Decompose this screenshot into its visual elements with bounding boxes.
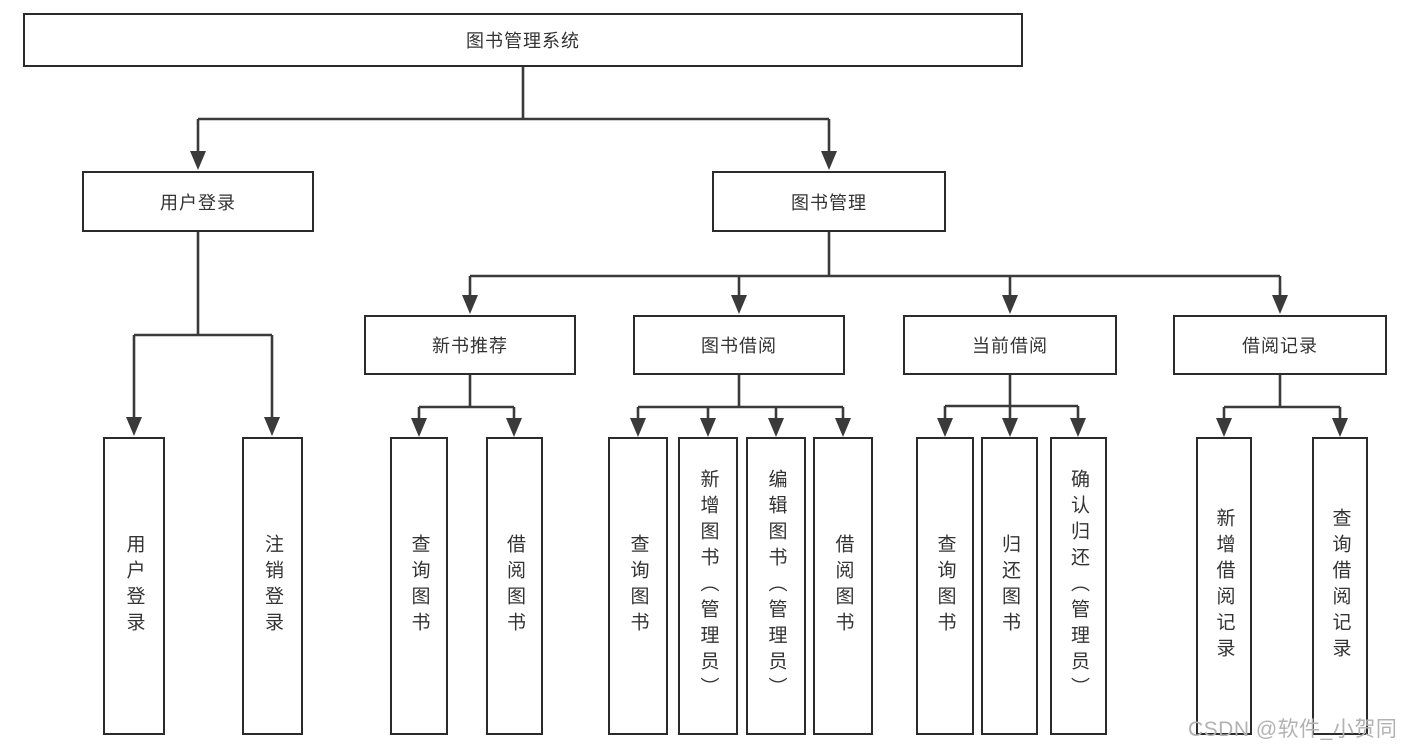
csdn-watermark: CSDN @软件_小贺同学 bbox=[1188, 718, 1398, 741]
leaf-recommend-borrow-books: 借阅图书 bbox=[486, 437, 543, 735]
node-label: 用户登录 bbox=[160, 192, 236, 213]
node-label: 注销登录 bbox=[262, 534, 283, 638]
leaf-return-books: 归还图书 bbox=[981, 437, 1038, 735]
node-label: 新增图书（管理员） bbox=[697, 469, 719, 703]
leaf-add-borrow-record: 新增借阅记录 bbox=[1196, 437, 1252, 735]
node-new-book-recommend: 新书推荐 bbox=[364, 315, 576, 375]
leaf-query-borrow-record: 查询借阅记录 bbox=[1312, 437, 1368, 735]
node-book-borrow: 图书借阅 bbox=[633, 315, 845, 375]
node-root: 图书管理系统 bbox=[23, 13, 1023, 67]
node-label: 新书推荐 bbox=[432, 336, 508, 356]
node-label: 图书借阅 bbox=[701, 336, 777, 356]
leaf-add-books-admin: 新增图书（管理员） bbox=[678, 437, 738, 735]
leaf-borrow-books: 借阅图书 bbox=[813, 437, 873, 735]
node-label: 新增借阅记录 bbox=[1213, 508, 1235, 664]
node-label: 确认归还（管理员） bbox=[1068, 469, 1089, 703]
node-label: 用户登录 bbox=[123, 534, 145, 638]
node-borrow-records: 借阅记录 bbox=[1173, 315, 1387, 375]
leaf-edit-books-admin: 编辑图书（管理员） bbox=[746, 437, 806, 735]
leaf-user-login: 用户登录 bbox=[103, 437, 165, 735]
leaf-logout: 注销登录 bbox=[242, 437, 303, 735]
node-label: 查询图书 bbox=[934, 534, 956, 638]
node-label: 借阅图书 bbox=[504, 534, 525, 638]
node-label: 借阅图书 bbox=[832, 534, 854, 638]
node-user-login: 用户登录 bbox=[82, 171, 314, 232]
node-current-borrow: 当前借阅 bbox=[903, 315, 1117, 375]
node-label: 查询借阅记录 bbox=[1329, 508, 1351, 664]
leaf-borrow-query-books: 查询图书 bbox=[608, 437, 668, 735]
node-book-management: 图书管理 bbox=[712, 171, 946, 232]
node-label: 查询图书 bbox=[408, 534, 430, 638]
node-label: 查询图书 bbox=[627, 534, 649, 638]
node-label: 编辑图书（管理员） bbox=[765, 469, 787, 703]
node-label: 图书管理系统 bbox=[466, 31, 580, 51]
leaf-confirm-return-admin: 确认归还（管理员） bbox=[1050, 437, 1107, 735]
node-label: 借阅记录 bbox=[1242, 336, 1318, 356]
leaf-recommend-query-books: 查询图书 bbox=[390, 437, 448, 735]
leaf-current-query-books: 查询图书 bbox=[916, 437, 974, 735]
node-label: 当前借阅 bbox=[972, 336, 1048, 356]
node-label: 归还图书 bbox=[999, 534, 1020, 638]
node-label: 图书管理 bbox=[791, 192, 867, 213]
